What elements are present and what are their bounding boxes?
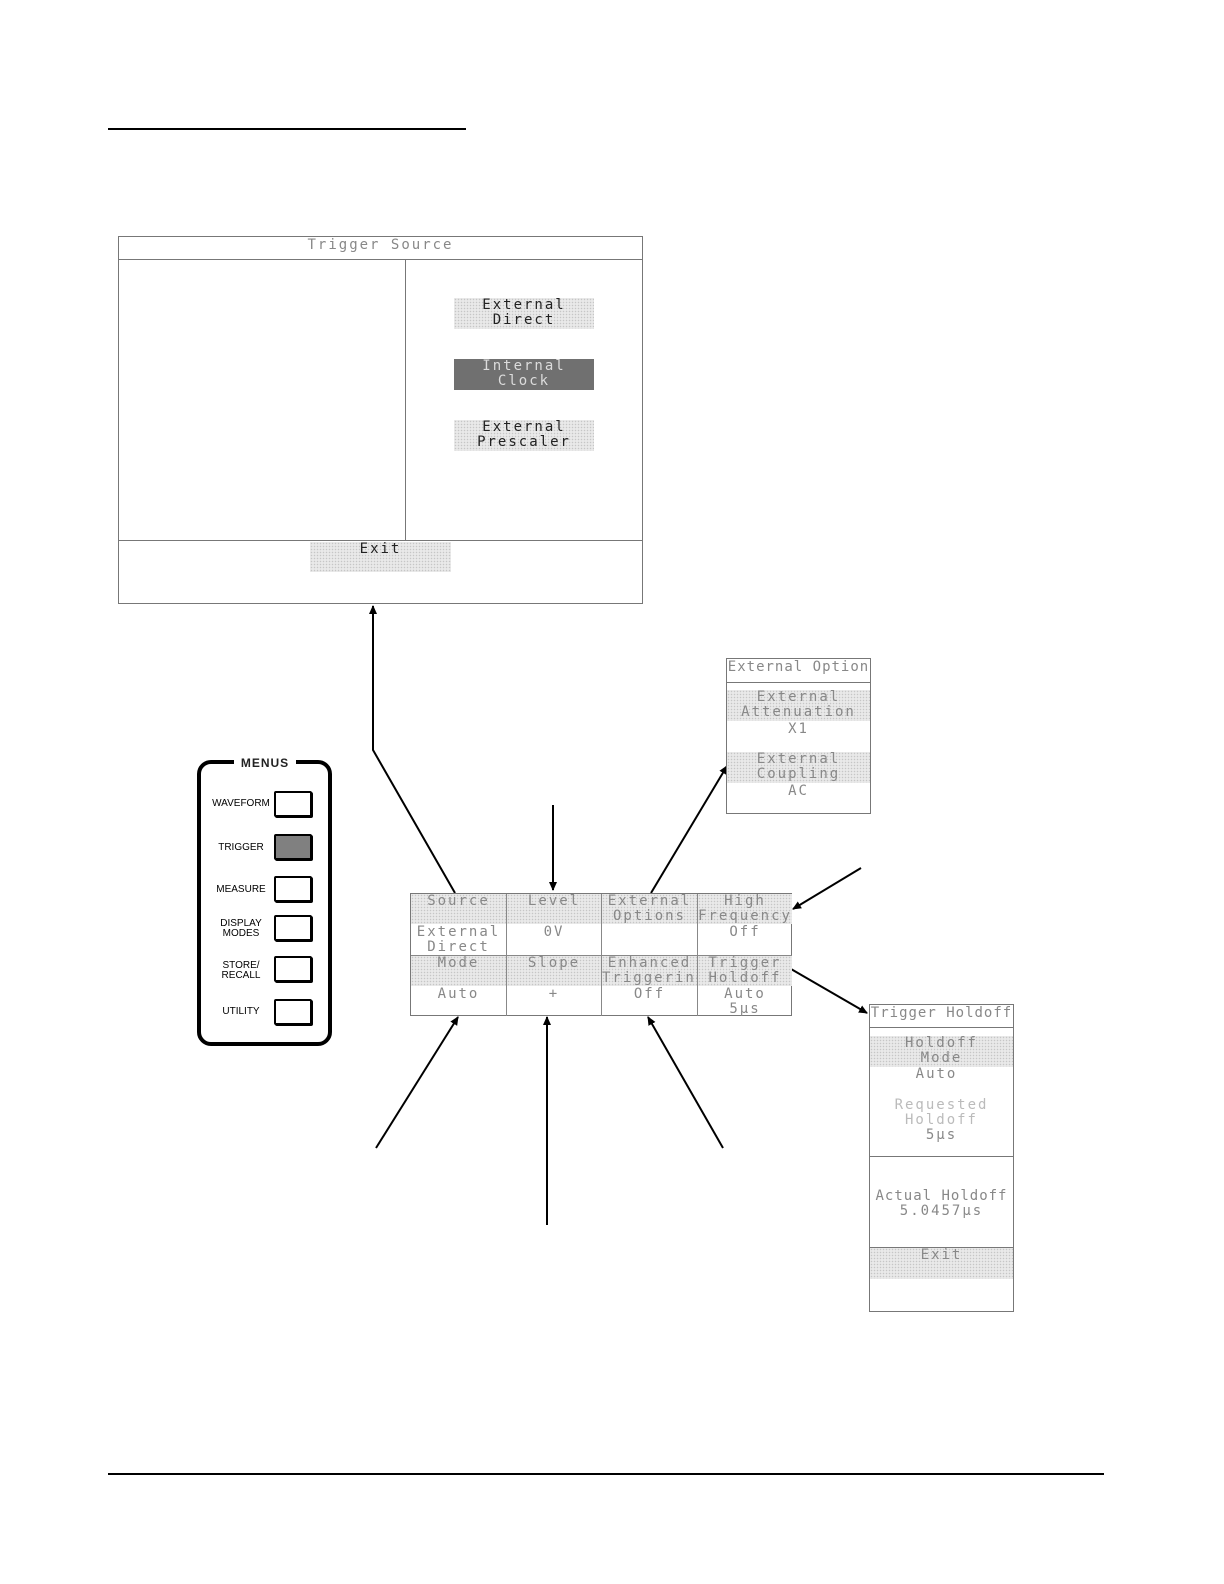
utility-label: UTILITY [222,1006,260,1017]
trigger-holdoff-panel: Trigger Holdoff Holdoff Mode Auto Reques… [869,1004,1014,1312]
store-recall-label: STORE/ RECALL [221,960,261,981]
trigger-holdoff-title: Trigger Holdoff [870,1005,1013,1021]
measure-label: MEASURE [216,884,266,895]
actual-holdoff-label: Actual Holdoff [875,1188,1008,1204]
external-attenuation-softkey[interactable]: External Attenuation [727,690,870,721]
arrow-trigger-holdoff [790,968,868,1014]
option-external-prescaler[interactable]: External Prescaler [454,420,594,451]
softkey-trigger-holdoff-value: Auto 5µs [724,986,766,1017]
bottom-rule [108,1473,1104,1475]
arrow-high-frequency [792,867,862,910]
softkey-enhanced-triggering[interactable]: Enhanced Triggering Off [601,955,707,1016]
external-attenuation-value: X1 [788,721,809,737]
display-modes-button[interactable] [274,915,312,941]
softkey-level-value: 0V [543,924,565,940]
arrow-mode [375,1016,459,1149]
softkey-enhanced-triggering-value: Off [633,986,666,1002]
holdoff-divider-2 [870,1247,1013,1248]
softkey-high-frequency[interactable]: High Frequency Off [697,894,792,955]
trigger-holdoff-exit-button[interactable]: Exit [870,1248,1013,1279]
softkey-enhanced-triggering-label: Enhanced Triggering [602,955,707,986]
footer-divider [119,540,642,541]
softkey-external-options-label: External Options [602,894,697,924]
option-external-direct[interactable]: External Direct [454,298,594,329]
softkey-mode[interactable]: Mode Auto [411,955,506,1016]
menus-front-panel: MENUS WAVEFORM TRIGGER MEASURE DISPLAY M… [197,756,332,1046]
external-option-title-divider [727,682,870,683]
requested-holdoff-label: Requested Holdoff [894,1097,989,1128]
trigger-softkey-menu: Source External Direct Level 0V External… [410,893,792,1017]
softkey-trigger-holdoff-label: Trigger Holdoff [698,956,792,986]
softkey-slope-value: + [548,986,560,1002]
actual-holdoff-value: 5.0457µs [899,1203,984,1219]
softkey-external-options[interactable]: External Options [601,894,697,955]
option-internal-clock[interactable]: Internal Clock [454,359,594,390]
column-divider [405,259,406,540]
trigger-holdoff-title-divider [870,1027,1013,1028]
external-option-panel: External Option External Attenuation X1 … [726,658,871,814]
display-modes-label: DISPLAY MODES [220,918,262,939]
trigger-label: TRIGGER [218,842,264,853]
external-coupling-value: AC [788,783,809,799]
waveform-label: WAVEFORM [212,798,270,809]
menus-title: MENUS [234,756,296,770]
softkey-level[interactable]: Level 0V [506,894,601,955]
requested-holdoff-value: 5µs [925,1127,958,1143]
trigger-source-title: Trigger Source [307,237,454,253]
arrow-enhanced-triggering [647,1016,724,1149]
softkey-source-label: Source [411,894,506,924]
store-recall-button[interactable] [274,956,312,982]
measure-button[interactable] [274,876,312,902]
external-coupling-softkey[interactable]: External Coupling [727,752,870,783]
utility-button[interactable] [274,999,312,1025]
softkey-slope-label: Slope [507,956,601,986]
softkey-source-value: External Direct [416,924,501,955]
arrow-source-to-trigger-source [369,605,456,894]
softkey-slope[interactable]: Slope + [506,955,601,1016]
trigger-source-screen: Trigger Source External Direct Internal … [118,236,643,604]
external-option-title: External Option [727,659,870,675]
holdoff-divider-1 [870,1156,1013,1157]
softkey-mode-label: Mode [411,956,506,986]
softkey-trigger-holdoff[interactable]: Trigger Holdoff Auto 5µs [697,955,792,1017]
trigger-button[interactable] [274,834,312,860]
softkey-source[interactable]: Source External Direct [411,894,506,955]
top-rule [108,128,466,130]
softkey-mode-value: Auto [437,986,480,1002]
softkey-high-frequency-value: Off [729,924,761,940]
waveform-button[interactable] [274,791,312,817]
softkey-high-frequency-label: High Frequency [698,893,792,924]
holdoff-mode-value: Auto [915,1066,958,1082]
trigger-source-exit-button[interactable]: Exit [310,542,451,572]
softkey-level-label: Level [507,894,601,924]
arrow-external-options [650,765,728,894]
title-divider [119,259,642,260]
holdoff-mode-softkey[interactable]: Holdoff Mode [870,1036,1013,1067]
